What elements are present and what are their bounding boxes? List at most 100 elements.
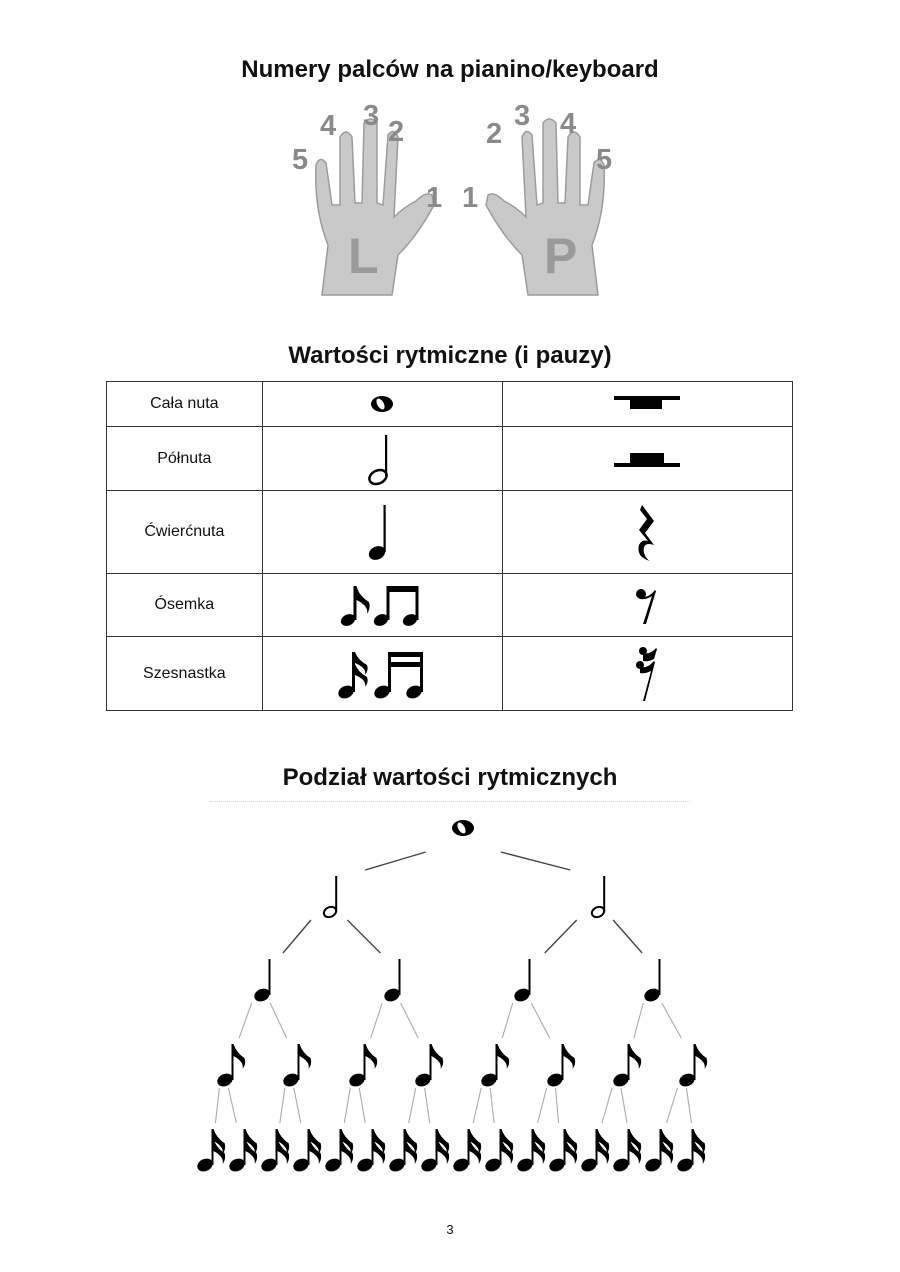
sixteenth-note-icon bbox=[613, 1129, 642, 1172]
left-finger-3: 3 bbox=[363, 100, 379, 132]
quarter-note-icon bbox=[514, 959, 531, 1002]
table-row: Szesnastka bbox=[106, 636, 794, 711]
sixteenth-note-icon bbox=[293, 1129, 322, 1172]
eighth-rest-icon bbox=[636, 589, 657, 624]
eighth-note-icon bbox=[283, 1044, 312, 1087]
tree-connector bbox=[633, 1002, 644, 1039]
row-label: Półnuta bbox=[106, 426, 263, 491]
fingers-title: Numery palców na pianino/keyboard bbox=[241, 56, 659, 83]
sixteenth-note-icon bbox=[197, 1129, 226, 1172]
finger-numbers-illustration: L 5 4 3 2 1 P 1 2 3 4 5 bbox=[292, 100, 612, 296]
eighth-note-icon bbox=[679, 1044, 708, 1087]
sixteenth-note-icon bbox=[261, 1129, 290, 1172]
left-hand-icon bbox=[315, 118, 435, 296]
sixteenth-note-icon bbox=[549, 1129, 578, 1172]
quarter-rest-icon bbox=[638, 505, 655, 561]
half-note-icon bbox=[322, 876, 338, 919]
sixteenth-note-icon bbox=[677, 1129, 706, 1172]
tree-connector bbox=[537, 1087, 548, 1124]
sixteenth-note-icon bbox=[645, 1129, 674, 1172]
eighth-note-icon bbox=[613, 1044, 642, 1087]
left-finger-5: 5 bbox=[292, 144, 308, 176]
tree-connector bbox=[293, 1087, 302, 1124]
tree-connector bbox=[358, 1087, 366, 1124]
sixteenth-note-icon bbox=[581, 1129, 610, 1172]
right-hand-letter: P bbox=[544, 228, 577, 284]
sixteenth-note-icon bbox=[485, 1129, 514, 1172]
sixteenth-note-icon bbox=[325, 1129, 354, 1172]
row-label: Ćwierćnuta bbox=[106, 490, 263, 574]
table-row: Cała nuta bbox=[106, 381, 794, 427]
tree-connector bbox=[365, 851, 426, 871]
whole-rest-icon bbox=[614, 396, 681, 409]
page-number: 3 bbox=[446, 1222, 454, 1237]
tree-connector bbox=[400, 1002, 419, 1039]
half-note-icon bbox=[590, 876, 606, 919]
left-hand-letter: L bbox=[348, 228, 379, 284]
row-label: Cała nuta bbox=[106, 381, 263, 427]
tree-connector bbox=[501, 1002, 514, 1039]
rhythm-title: Wartości rytmiczne (i pauzy) bbox=[288, 342, 612, 369]
eighth-note-icon bbox=[217, 1044, 246, 1087]
half-rest-icon bbox=[614, 452, 681, 467]
eighth-notes-icon bbox=[341, 586, 419, 626]
division-title: Podział wartości rytmicznych bbox=[282, 764, 618, 791]
tree-connector bbox=[238, 1002, 253, 1039]
tree-connector bbox=[472, 1087, 482, 1124]
tree-connector bbox=[665, 1087, 679, 1124]
tree-connector bbox=[424, 1087, 431, 1124]
quarter-note-icon bbox=[369, 505, 387, 560]
sixteenth-note-icon bbox=[421, 1129, 450, 1172]
quarter-note-icon bbox=[384, 959, 401, 1002]
tree-connector bbox=[661, 1002, 682, 1039]
right-finger-5: 5 bbox=[596, 144, 612, 176]
whole-note-icon bbox=[371, 396, 394, 412]
tree-connector bbox=[214, 1087, 220, 1124]
rhythm-values-table: Cała nuta Półnuta bbox=[106, 381, 794, 711]
right-finger-3: 3 bbox=[514, 100, 530, 132]
tree-connector bbox=[500, 851, 571, 871]
right-finger-1: 1 bbox=[462, 182, 478, 214]
tree-connector bbox=[346, 919, 381, 954]
table-row: Ćwierćnuta bbox=[106, 490, 794, 574]
tree-connector bbox=[612, 919, 643, 954]
sixteenth-note-icon bbox=[229, 1129, 258, 1172]
eighth-note-icon bbox=[415, 1044, 444, 1087]
tree-connector bbox=[282, 919, 312, 954]
sixteenth-note-icon bbox=[453, 1129, 482, 1172]
eighth-note-icon bbox=[547, 1044, 576, 1087]
tree-connector bbox=[685, 1087, 692, 1124]
tree-connector bbox=[408, 1087, 417, 1124]
sixteenth-notes-icon bbox=[338, 651, 424, 698]
tree-connector bbox=[530, 1002, 551, 1039]
tree-connector bbox=[269, 1002, 288, 1039]
sixteenth-note-icon bbox=[389, 1129, 418, 1172]
left-finger-4: 4 bbox=[320, 110, 336, 142]
half-note-icon bbox=[368, 434, 389, 485]
tree-connector bbox=[370, 1002, 383, 1039]
quarter-note-icon bbox=[644, 959, 661, 1002]
sixteenth-rest-icon bbox=[636, 646, 658, 701]
sixteenth-note-icon bbox=[517, 1129, 546, 1172]
right-finger-4: 4 bbox=[560, 108, 576, 140]
tree-connector bbox=[601, 1087, 613, 1124]
left-finger-1: 1 bbox=[426, 182, 442, 214]
eighth-note-icon bbox=[481, 1044, 510, 1087]
tree-connector bbox=[489, 1087, 495, 1124]
left-finger-2: 2 bbox=[388, 116, 404, 148]
tree-connector bbox=[343, 1087, 351, 1124]
tree-connector bbox=[279, 1087, 286, 1124]
tree-connector bbox=[544, 919, 578, 954]
row-label: Szesnastka bbox=[106, 636, 263, 711]
eighth-note-icon bbox=[349, 1044, 378, 1087]
table-row: Ósemka bbox=[106, 573, 794, 637]
sixteenth-note-icon bbox=[357, 1129, 386, 1172]
right-hand-icon bbox=[485, 118, 605, 296]
tree-connector bbox=[227, 1087, 237, 1124]
whole-note-icon bbox=[452, 820, 474, 836]
rhythm-division-tree bbox=[197, 820, 708, 1172]
tree-connector bbox=[555, 1087, 560, 1124]
row-label: Ósemka bbox=[106, 573, 263, 637]
right-finger-2: 2 bbox=[486, 118, 502, 150]
divider bbox=[210, 801, 690, 802]
